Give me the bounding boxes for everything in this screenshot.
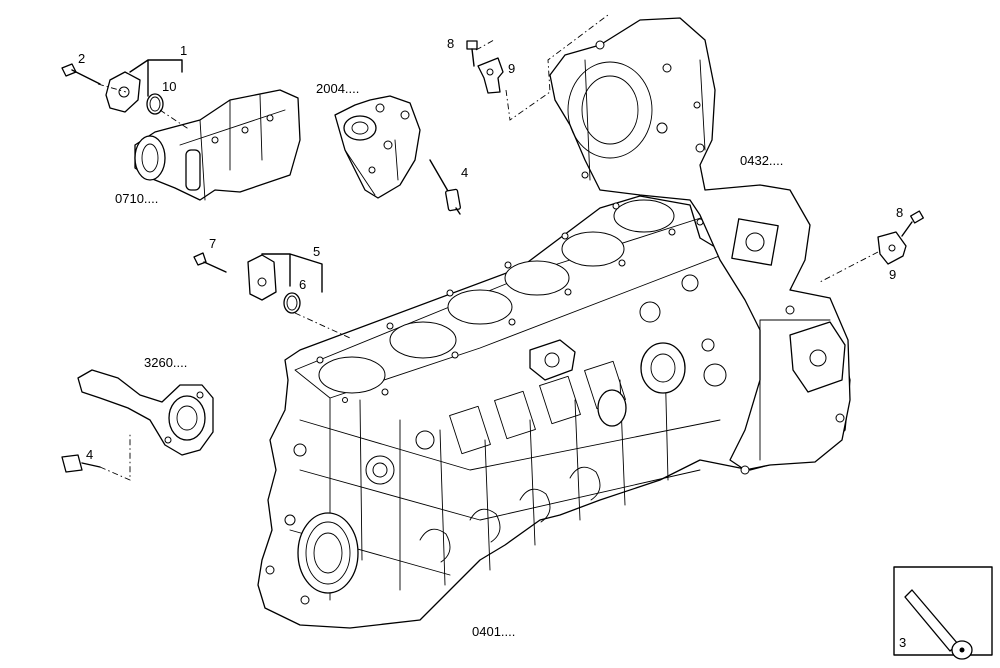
group-ref-0401: 0401.... — [472, 624, 515, 639]
seal-ring-part-10 — [146, 93, 164, 115]
part-label-3: 3 — [899, 635, 906, 650]
speed-sensor-part-9-upper — [477, 57, 504, 94]
part-label-10: 10 — [162, 79, 176, 94]
water-outlet-housing — [77, 369, 214, 456]
part-label-9-right: 9 — [889, 267, 896, 282]
thermostat-housing — [134, 89, 301, 201]
part-label-8-upper: 8 — [447, 36, 454, 51]
part-label-9-upper: 9 — [508, 61, 515, 76]
temperature-sensor-part-4-lower — [61, 454, 101, 473]
speed-sensor-part-9-right — [877, 231, 907, 265]
group-ref-3260: 3260.... — [144, 355, 187, 370]
oil-filter-head — [334, 95, 421, 199]
group-ref-2004: 2004.... — [316, 81, 359, 96]
group-ref-0432: 0432.... — [740, 153, 783, 168]
part-label-2: 2 — [78, 51, 85, 66]
inset-box-part-3 — [893, 566, 993, 660]
part-label-6: 6 — [299, 277, 306, 292]
part-labels: 1 2 10 8 9 4 7 5 6 4 8 9 3 — [78, 36, 906, 650]
part-label-4-upper: 4 — [461, 165, 468, 180]
pressure-sensor-part-5 — [247, 254, 277, 301]
engine-block — [257, 195, 851, 629]
bolt-part-8-upper — [466, 40, 478, 67]
group-reference-labels: 0710.... 2004.... 0432.... 3260.... 0401… — [115, 81, 783, 639]
group-ref-0710: 0710.... — [115, 191, 158, 206]
bolt-part-7 — [193, 252, 227, 273]
head-bolt-holes — [316, 202, 704, 403]
part-label-7: 7 — [209, 236, 216, 251]
seal-ring-part-6 — [283, 292, 301, 314]
bolt-part-2 — [61, 63, 101, 85]
sensor-bracket-part-1 — [105, 71, 141, 113]
part-label-5: 5 — [313, 244, 320, 259]
part-label-1: 1 — [180, 43, 187, 58]
temperature-sensor-part-4-upper — [429, 159, 461, 215]
bolt-part-8-right — [901, 210, 924, 237]
cylinder-bores — [318, 199, 675, 394]
part-label-8-right: 8 — [896, 205, 903, 220]
flywheel-housing — [549, 17, 851, 475]
part-label-4-lower: 4 — [86, 447, 93, 462]
